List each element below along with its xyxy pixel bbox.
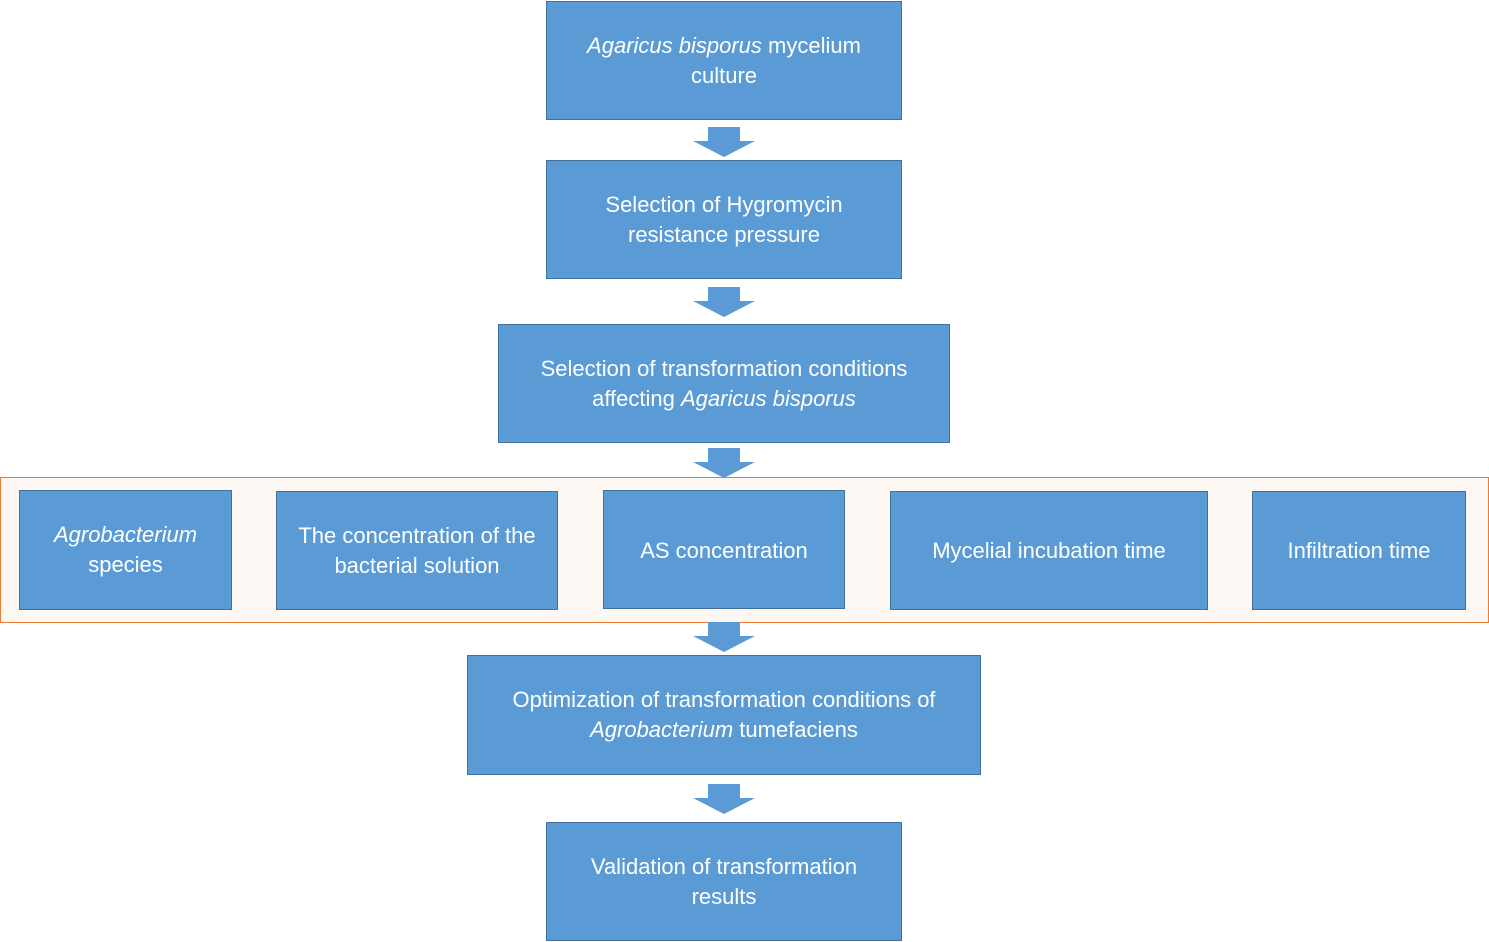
node-mycelial-incubation: Mycelial incubation time <box>890 491 1208 610</box>
node-infiltration-text: Infiltration time <box>1287 537 1431 563</box>
node-optimization-rest: tumefaciens <box>733 717 858 742</box>
node-optimization-italic: Agrobacterium <box>590 717 734 742</box>
node-conditions-italic: Agaricus bisporus <box>681 385 856 411</box>
arrow-down-icon <box>693 287 755 317</box>
arrow-down-icon <box>693 448 755 478</box>
node-optimization: Optimization of transformation condition… <box>467 655 981 775</box>
node-conditions-pre: Selection of transformation conditions a… <box>540 355 908 411</box>
node-infiltration-time: Infiltration time <box>1252 491 1466 610</box>
node-validation-text: Validation of transformation results <box>590 853 858 909</box>
node-mycelium-rest: mycelium culture <box>690 32 861 88</box>
node-mycelium-italic: Agaricus bisporus <box>587 32 762 58</box>
node-species-rest: species <box>88 552 163 577</box>
node-hygromycin-text: Selection of Hygromycin resistance press… <box>605 191 843 247</box>
arrow-down-icon <box>693 127 755 157</box>
node-species-italic: Agrobacterium <box>53 522 198 547</box>
node-bacterial-concentration: The concentration of the bacterial solut… <box>276 491 558 610</box>
node-hygromycin-selection: Selection of Hygromycin resistance press… <box>546 160 902 279</box>
arrow-down-icon <box>693 622 755 652</box>
node-as-concentration: AS concentration <box>603 490 845 609</box>
arrow-down-icon <box>693 784 755 814</box>
node-validation: Validation of transformation results <box>546 822 902 941</box>
node-agrobacterium-species: Agrobacterium species <box>19 490 232 610</box>
node-mycelium-culture: Agaricus bisporus mycelium culture <box>546 1 902 120</box>
node-incubation-text: Mycelial incubation time <box>932 537 1166 563</box>
node-as-text: AS concentration <box>640 538 808 563</box>
node-transformation-conditions: Selection of transformation conditions a… <box>498 324 950 443</box>
node-bacterial-text: The concentration of the bacterial solut… <box>298 522 536 578</box>
node-optimization-pre: Optimization of transformation condition… <box>512 687 936 712</box>
